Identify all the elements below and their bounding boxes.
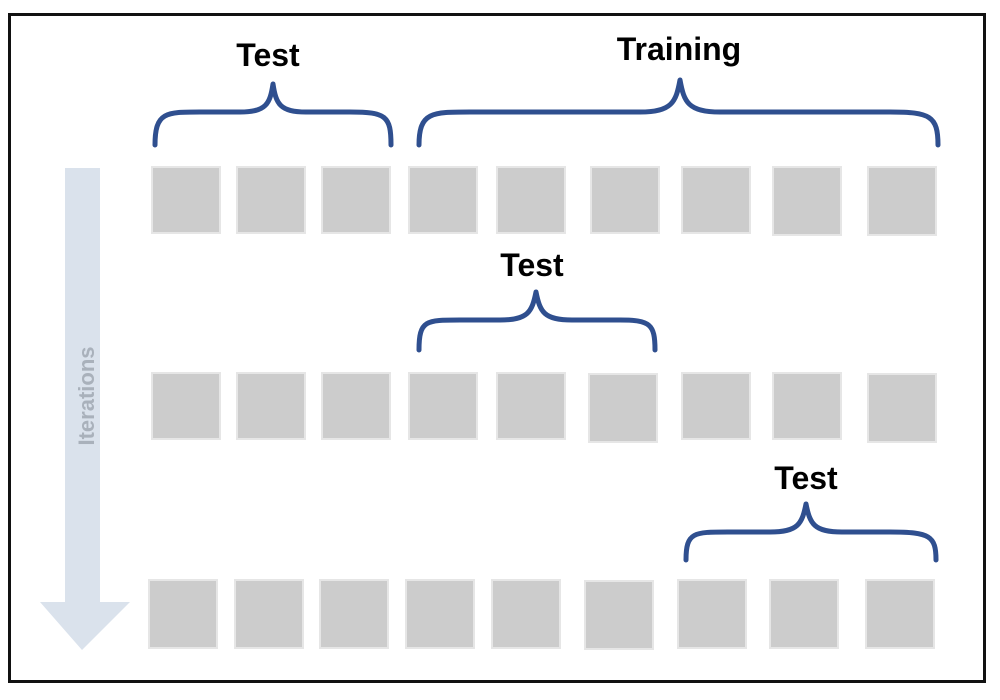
diagram-frame <box>8 13 986 683</box>
data-block <box>496 372 566 440</box>
data-block <box>148 579 218 649</box>
data-block <box>588 373 658 443</box>
label-test-row-2: Test <box>500 247 564 283</box>
data-block <box>681 372 751 440</box>
data-block <box>681 166 751 234</box>
iteration-row-2 <box>151 372 937 443</box>
iteration-row-3 <box>148 579 935 650</box>
brace-test-row-3 <box>683 501 939 563</box>
data-block <box>151 372 221 440</box>
data-block <box>151 166 221 234</box>
label-training-row-1: Training <box>617 31 741 67</box>
data-block <box>867 373 937 443</box>
iterations-label: Iterations <box>74 346 99 445</box>
data-block <box>677 579 747 649</box>
data-block <box>321 372 391 440</box>
data-block <box>321 166 391 234</box>
data-block <box>405 579 475 649</box>
data-block <box>496 166 566 234</box>
data-block <box>236 372 306 440</box>
data-block <box>319 579 389 649</box>
data-block <box>408 372 478 440</box>
data-block <box>772 372 842 440</box>
brace-test-row-2 <box>416 289 658 353</box>
arrow-shape <box>40 168 130 650</box>
data-block <box>491 579 561 649</box>
data-block <box>234 579 304 649</box>
label-test-row-1: Test <box>236 37 300 73</box>
data-block <box>867 166 937 236</box>
iterations-arrow: Iterations <box>40 168 130 650</box>
data-block <box>590 166 660 234</box>
brace-test-row-1 <box>152 81 394 148</box>
data-block <box>408 166 478 234</box>
data-block <box>236 166 306 234</box>
label-test-row-3: Test <box>774 460 838 496</box>
iteration-row-1 <box>151 166 937 236</box>
brace-training-row-1 <box>416 77 941 148</box>
data-block <box>865 579 935 649</box>
data-block <box>769 579 839 649</box>
data-block <box>772 166 842 236</box>
data-block <box>584 580 654 650</box>
